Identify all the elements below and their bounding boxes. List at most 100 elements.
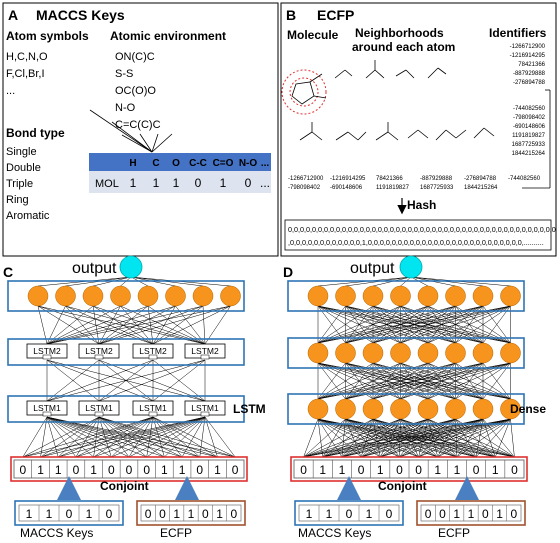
connection xyxy=(345,418,362,458)
neuron-node xyxy=(445,285,466,307)
lstm-cell-label: LSTM1 xyxy=(33,403,61,413)
table-value-cell: 1 xyxy=(130,176,137,190)
lstm-cell-label: LSTM2 xyxy=(139,346,167,356)
conjoint-bit: 0 xyxy=(20,463,27,477)
connection xyxy=(399,418,511,458)
connection xyxy=(303,418,511,458)
table-row-label: MOL xyxy=(95,178,119,190)
connection xyxy=(120,305,206,345)
panel-b: B ECFP Molecule Neighborhoods around eac… xyxy=(280,2,557,257)
connection xyxy=(418,418,429,458)
connection xyxy=(152,416,236,458)
neuron-node xyxy=(335,342,356,364)
connection xyxy=(341,418,456,458)
connection xyxy=(380,418,484,458)
connection xyxy=(22,416,206,458)
identifier: 1191819827 xyxy=(512,133,546,139)
bond-type-list: Single Double Triple Ring Aromatic xyxy=(6,146,50,222)
maccs-inner xyxy=(18,504,120,522)
connection xyxy=(303,418,401,458)
neuron-node xyxy=(390,342,411,364)
conjoint-label: Conjoint xyxy=(378,479,427,493)
neuron-node xyxy=(500,285,521,307)
neuron-node xyxy=(137,285,159,307)
connection xyxy=(372,418,419,458)
conjoint-bit: 0 xyxy=(358,463,365,477)
table-header-cell: C xyxy=(152,158,159,169)
neuron-node xyxy=(220,285,241,307)
hash-line: ,0,0,0,0,0,0,0,0,0,0,0,0,1,0,0,0,0,0,0,0… xyxy=(288,238,544,247)
connection xyxy=(152,305,231,345)
connection xyxy=(341,418,511,458)
connection xyxy=(22,416,154,458)
connection xyxy=(317,305,374,344)
atomic-env-header: Atomic environment xyxy=(110,29,226,43)
connection xyxy=(510,418,515,458)
connection xyxy=(303,418,429,458)
connection xyxy=(98,305,231,345)
connection xyxy=(317,362,456,400)
connection xyxy=(317,305,346,344)
neuron-node xyxy=(500,342,521,364)
connection xyxy=(372,418,400,458)
table-value-cell: ... xyxy=(260,176,270,190)
ecfp-bit: 0 xyxy=(159,507,166,521)
layer-type-label: Dense xyxy=(510,402,546,416)
identifier: -690148606 xyxy=(330,185,363,191)
connection xyxy=(46,305,204,345)
maccs-bit: 0 xyxy=(386,507,393,521)
maccs-bit: 1 xyxy=(86,507,93,521)
connection xyxy=(152,416,200,458)
connection xyxy=(46,359,154,402)
ecfp-bit: 0 xyxy=(439,507,446,521)
identifier: -744082560 xyxy=(508,176,541,182)
maccs-bit: 1 xyxy=(366,507,373,521)
connection xyxy=(46,416,77,458)
ecfp-label: ECFP xyxy=(160,526,192,540)
conjoint-bit: 1 xyxy=(454,463,461,477)
identifier: -744082560 xyxy=(513,106,546,112)
connection xyxy=(37,305,206,345)
connection xyxy=(317,362,374,400)
conjoint-bit: 0 xyxy=(108,463,115,477)
connection xyxy=(204,416,218,458)
bond-type: Triple xyxy=(6,178,33,190)
neuron-node xyxy=(307,285,329,307)
layer-box xyxy=(287,337,525,369)
identifier: -887929888 xyxy=(513,71,546,77)
identifier: -690148606 xyxy=(513,124,546,130)
connection xyxy=(46,305,231,345)
table-value-cell: 0 xyxy=(195,176,202,190)
layer-box xyxy=(7,338,245,366)
neuron-node xyxy=(390,285,411,307)
connection xyxy=(111,416,206,458)
connection xyxy=(46,305,121,345)
maccs-label: MACCS Keys xyxy=(298,526,371,540)
conjoint-bit: 1 xyxy=(339,463,346,477)
connection xyxy=(427,418,515,458)
neuron-node xyxy=(82,285,104,307)
identifier: -1216914295 xyxy=(330,176,366,182)
connection xyxy=(345,418,515,458)
connection xyxy=(98,305,204,345)
table-value-cell: 1 xyxy=(173,176,180,190)
neuron-node xyxy=(362,398,384,420)
lstm-gate xyxy=(148,354,158,360)
identifier: 1844215264 xyxy=(464,185,498,191)
connection xyxy=(380,418,429,458)
neuron-node xyxy=(307,342,329,364)
lstm-cell-label: LSTM2 xyxy=(85,346,113,356)
connection xyxy=(400,418,515,458)
maccs-bit: 1 xyxy=(326,507,333,521)
neuron-node xyxy=(500,398,521,420)
ecfp-inner xyxy=(140,504,242,522)
mapping-lines xyxy=(89,109,173,153)
conjoint-bit: 0 xyxy=(396,463,403,477)
connection xyxy=(58,416,206,458)
identifier: -1266712900 xyxy=(510,44,546,50)
connection xyxy=(92,305,100,345)
connection xyxy=(202,305,206,345)
identifier: 1687725933 xyxy=(420,185,454,191)
